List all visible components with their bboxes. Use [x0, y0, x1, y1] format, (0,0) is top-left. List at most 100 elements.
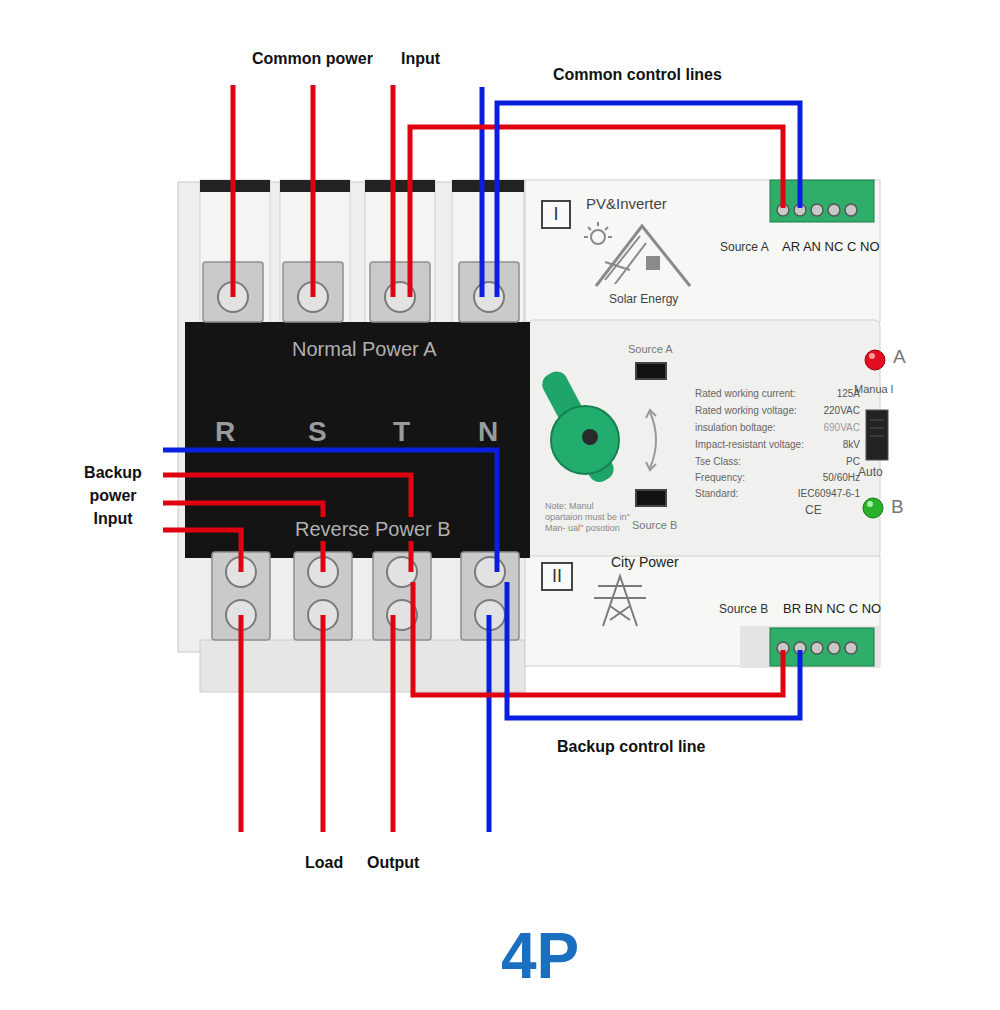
rating-name: Rated working current:	[695, 388, 796, 400]
power-wire	[311, 85, 316, 297]
power-wire	[410, 127, 783, 297]
solar-icon	[584, 236, 588, 238]
pin-names: AR AN NC C NO	[782, 239, 880, 255]
control-terminal	[828, 642, 840, 654]
heading-label: Input	[401, 49, 440, 68]
rotary-handle	[551, 406, 619, 474]
control-terminal	[845, 204, 857, 216]
module-number-box: II	[541, 562, 573, 591]
power-wire	[507, 582, 800, 718]
heading-label: Load	[305, 853, 343, 872]
switch-label: Auto	[858, 465, 883, 479]
switch-housing	[452, 180, 524, 192]
rotary-handle	[646, 410, 656, 470]
indicator-led	[865, 350, 885, 370]
rotary-handle	[538, 368, 656, 486]
solar-icon	[591, 230, 605, 244]
rating-value: 50/60Hz	[823, 472, 860, 484]
led-label: B	[891, 496, 904, 519]
rating-name: Frequency:	[695, 472, 745, 484]
solar-icon	[596, 226, 690, 286]
power-wire	[163, 85, 800, 832]
phase-letter: S	[306, 417, 329, 446]
control-terminal	[811, 642, 823, 654]
rating-name: Standard:	[695, 488, 738, 500]
module-name: PV&Inverter	[586, 195, 667, 213]
control-terminal	[770, 628, 874, 666]
switch-housing	[365, 180, 435, 325]
power-wire	[413, 582, 783, 695]
rating-value: 220VAC	[823, 405, 860, 417]
terminal-block	[373, 552, 431, 640]
power-wire	[391, 85, 396, 297]
mode-switch	[870, 436, 884, 437]
module-number: I	[553, 204, 558, 225]
power-wire	[321, 615, 326, 832]
pylon-icon	[598, 585, 642, 587]
source-label: Source B	[719, 602, 768, 616]
heading-label: Common control lines	[553, 65, 722, 84]
panel-label: Normal Power A	[290, 337, 439, 361]
solar-icon	[597, 222, 599, 226]
logo-text: Solar Energy	[609, 292, 678, 306]
solar-icon	[584, 222, 690, 286]
panel-label: Reverse Power B	[293, 517, 453, 541]
terminal-block	[370, 262, 430, 322]
switch-housing	[740, 626, 880, 668]
switch-housing	[525, 180, 880, 322]
power-wire	[231, 85, 236, 297]
status-window	[636, 490, 666, 506]
mode-switch	[866, 410, 888, 460]
heading-label: Backup power Input	[78, 461, 148, 531]
pylon-icon	[603, 576, 637, 626]
indicator-led	[869, 353, 875, 359]
power-wire	[391, 615, 396, 832]
heading-label: Output	[367, 853, 419, 872]
terminal-screw	[475, 557, 505, 587]
control-terminal	[811, 204, 823, 216]
control-terminal	[828, 204, 840, 216]
switch-housing	[178, 180, 880, 692]
heading-label: Common power	[252, 49, 373, 68]
mode-switch	[870, 420, 884, 421]
rating-value: IEC60947-6-1	[798, 488, 860, 500]
rating-value: 690VAC	[823, 422, 860, 434]
power-wire	[239, 615, 244, 832]
window-label: Source B	[632, 519, 677, 532]
mode-switch	[870, 428, 884, 429]
power-wire	[163, 530, 241, 572]
rating-value: PC	[846, 456, 860, 468]
rating-name: Impact-resistant voltage:	[695, 439, 804, 451]
solar-icon	[615, 243, 646, 284]
cert-mark: CE	[805, 503, 822, 517]
indicator-led	[863, 498, 883, 518]
power-wire	[487, 615, 492, 832]
status-window	[636, 363, 666, 379]
mode-switch	[866, 410, 888, 460]
led-label: A	[893, 346, 906, 369]
pylon-icon	[610, 606, 630, 620]
power-wire	[163, 450, 497, 572]
caption: 4P	[501, 918, 579, 995]
power-wire	[497, 103, 800, 297]
terminal-screw	[218, 282, 505, 630]
control-terminal	[770, 180, 874, 222]
source-label: Source A	[720, 240, 769, 254]
rotary-handle	[582, 429, 598, 445]
status-window	[636, 363, 666, 506]
switch-housing	[528, 320, 880, 558]
indicator-led	[867, 501, 873, 507]
rotary-handle	[650, 412, 656, 468]
pylon-icon	[594, 597, 646, 599]
solar-icon	[605, 227, 608, 230]
rating-value: 125A	[837, 388, 860, 400]
switch-housing	[452, 180, 524, 325]
phase-letter: N	[476, 417, 500, 446]
solar-icon	[605, 262, 630, 270]
pylon-icon	[594, 576, 646, 626]
solar-icon	[608, 236, 612, 238]
window-label: Source A	[628, 343, 673, 356]
switch-housing	[200, 640, 525, 692]
